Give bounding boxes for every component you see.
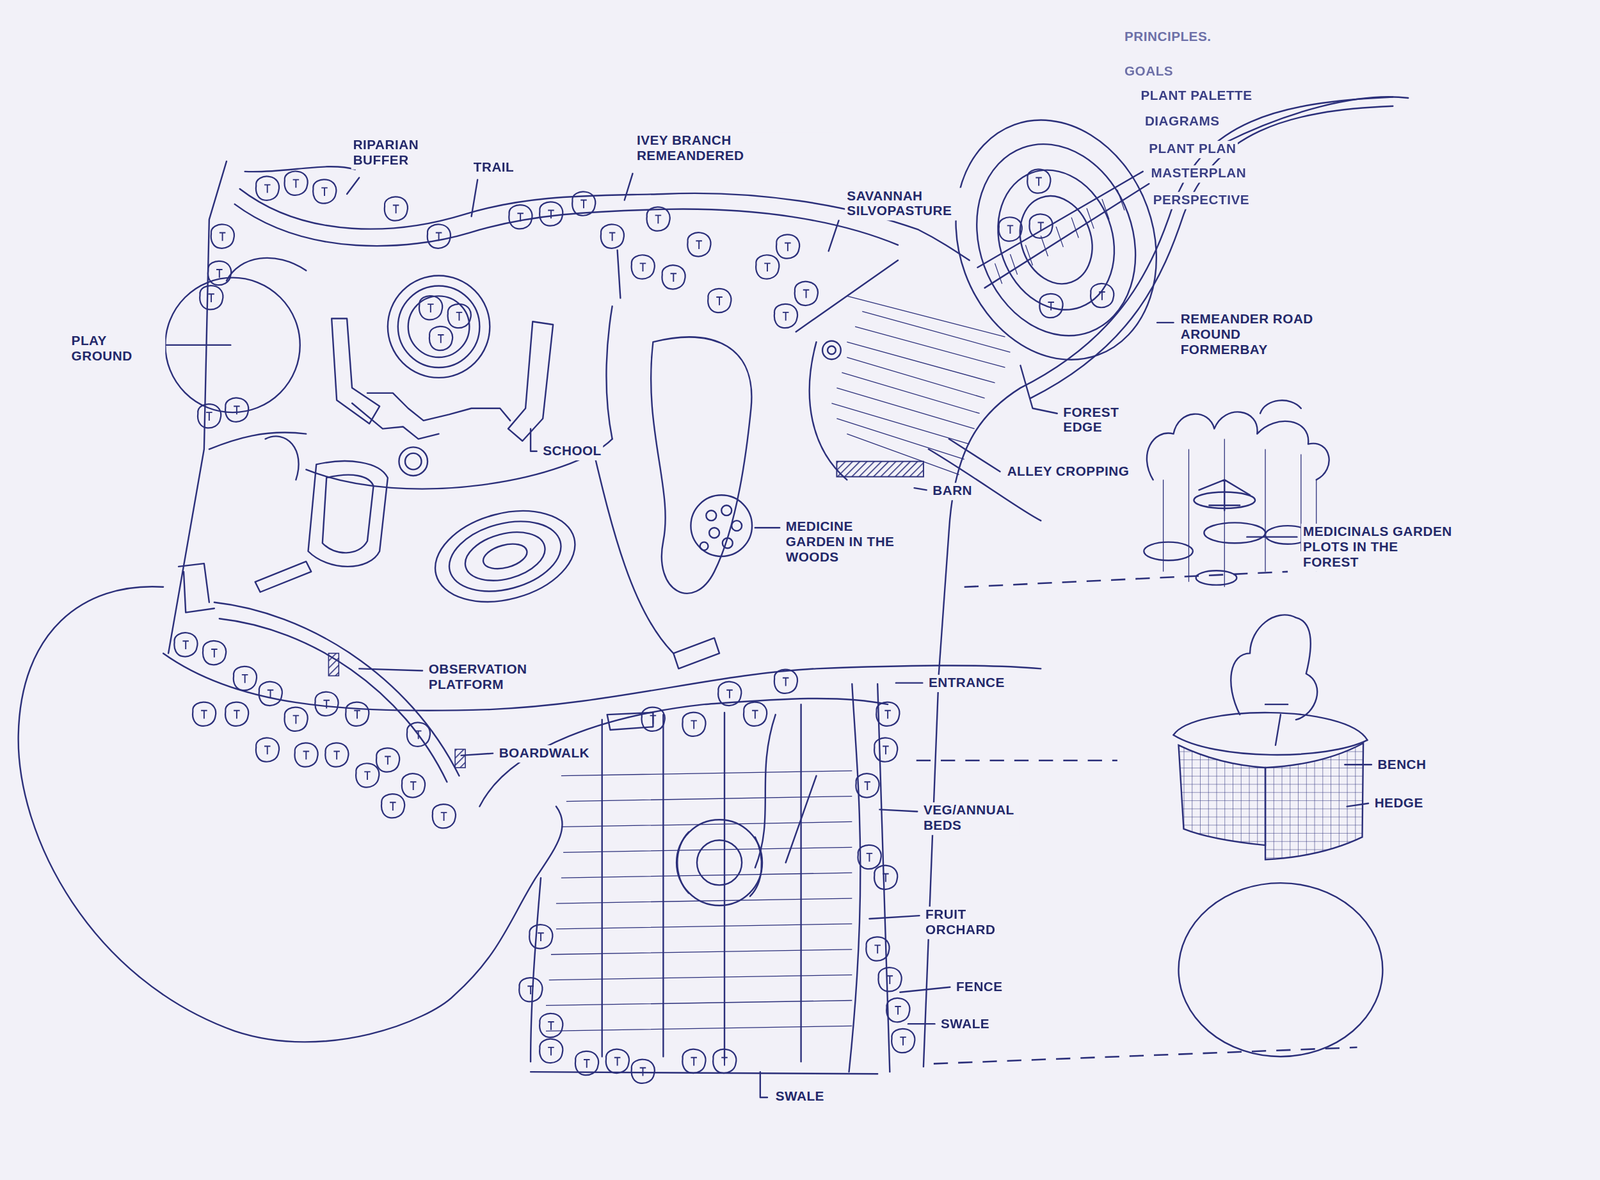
map-label: SAVANNAH SILVOPASTURE xyxy=(844,187,970,221)
map-label: ENTRANCE xyxy=(926,674,1007,692)
map-label: MEDICINE GARDEN IN THE WOODS xyxy=(783,518,909,567)
map-label: VEG/ANNUAL BEDS xyxy=(921,801,1020,835)
map-label: FRUIT ORCHARD xyxy=(923,906,1022,939)
map-label: ALLEY CROPPING xyxy=(1004,463,1131,481)
map-label: GOALS xyxy=(1122,63,1176,81)
map-label: TRAIL xyxy=(471,159,517,177)
map-label: PLANT PLAN xyxy=(1146,140,1238,159)
map-label: BOARDWALK xyxy=(496,744,592,763)
map-label: BARN xyxy=(930,482,975,500)
map-label: RIPARIAN BUFFER xyxy=(350,136,453,170)
map-label: PLAY GROUND xyxy=(69,332,166,366)
map-label: FOREST EDGE xyxy=(1061,403,1137,437)
map-label: MASTERPLAN xyxy=(1148,165,1248,183)
map-label: MEDICINALS GARDEN PLOTS IN THE FOREST xyxy=(1301,523,1459,572)
map-label: FENCE xyxy=(954,978,1005,996)
map-label: OBSERVATION PLATFORM xyxy=(426,661,549,694)
map-label: IVEY BRANCH REMEANDERED xyxy=(634,132,833,166)
map-label: DIAGRAMS xyxy=(1143,113,1222,131)
map-label: PLANT PALETTE xyxy=(1138,87,1254,105)
map-label: REMEANDER ROAD AROUND FORMERBAY xyxy=(1178,311,1327,360)
map-label: SWALE xyxy=(773,1088,827,1106)
map-label: PERSPECTIVE xyxy=(1150,192,1252,210)
map-label: PRINCIPLES. xyxy=(1122,28,1214,47)
linework xyxy=(18,91,1409,1074)
map-label: SWALE xyxy=(938,1015,992,1033)
trees xyxy=(174,168,1114,1083)
map-label: HEDGE xyxy=(1372,794,1425,813)
map-label: BENCH xyxy=(1375,755,1428,774)
map-label: SCHOOL xyxy=(540,442,604,461)
leader-lines xyxy=(163,173,1372,1097)
